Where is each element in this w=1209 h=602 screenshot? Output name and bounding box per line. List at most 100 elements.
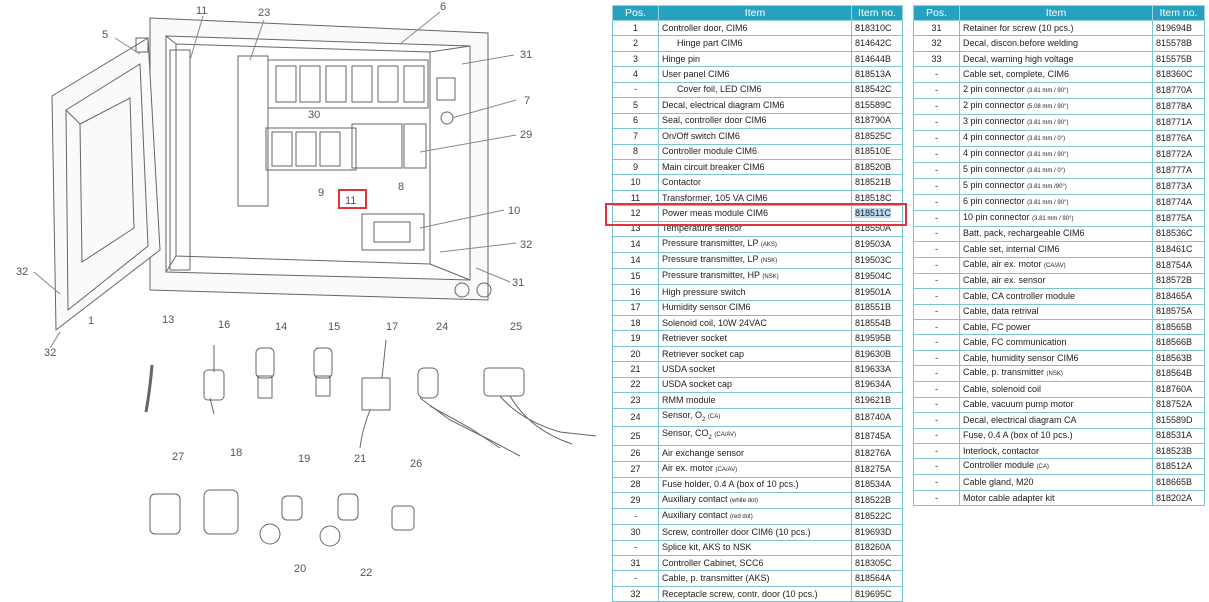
cell-item-no: 818564B [1152, 365, 1205, 383]
cell-pos: - [612, 81, 659, 99]
item-no-text: 818572B [1156, 275, 1193, 286]
table-row: -2 pin connector (3.81 mm / 90°)818770A [913, 81, 1205, 99]
cell-item: Fuse holder, 0.4 A (box of 10 pcs.) [658, 476, 852, 494]
cell-pos: 32 [913, 35, 960, 52]
item-no-text: 815578B [1156, 38, 1193, 49]
header-item: Item [959, 5, 1153, 21]
item-note: (3.81 mm / 90°) [1032, 215, 1074, 222]
item-note: (NSK) [1046, 371, 1063, 378]
cell-item: 4 pin connector (3.81 mm / 90°) [959, 145, 1153, 163]
cell-pos: - [913, 113, 960, 131]
cell-item: Contactor [658, 174, 852, 191]
item-text: 6 pin connector [963, 195, 1025, 206]
cell-pos: - [913, 272, 960, 290]
callout-26: 26 [410, 458, 422, 470]
item-text: Decal, discon.before welding [963, 38, 1079, 49]
item-text: Receptacle screw, contr. door (10 pcs.) [662, 588, 818, 599]
cell-item: Decal, electrical diagram CA [959, 412, 1153, 429]
cell-item: Cable, humidity sensor CIM6 [959, 349, 1153, 367]
cell-item: Hinge pin [658, 50, 852, 68]
cell-item-no: 818575A [1152, 303, 1205, 320]
cell-item-no: 815575B [1152, 50, 1205, 68]
callout-14: 14 [275, 321, 287, 333]
item-note: (3.81 mm / 90°) [1027, 199, 1069, 206]
item-no-text: 819503C [855, 255, 892, 266]
item-no-text: 818260A [855, 542, 892, 553]
callout-13: 13 [162, 314, 174, 326]
cell-item: Cable set, complete, CIM6 [959, 66, 1153, 83]
item-no-text: 818550A [855, 223, 892, 234]
cell-pos: 18 [612, 314, 659, 332]
cell-item: Controller module (CA) [959, 458, 1153, 476]
item-no-text: 818754A [1156, 259, 1193, 270]
item-no-text: 818665B [1156, 477, 1193, 488]
cell-item: Cable gland, M20 [959, 474, 1153, 491]
item-no-text: 818511C [855, 207, 891, 218]
item-no-text: 818777A [1156, 164, 1193, 175]
item-text: Splice kit, AKS to NSK [662, 542, 752, 553]
item-text: Cable, vacuum pump motor [963, 399, 1074, 410]
item-no-text: 819503A [855, 239, 892, 250]
item-no-text: 819693D [855, 526, 892, 537]
cell-pos: 17 [612, 299, 659, 317]
item-no-text: 818776A [1156, 132, 1193, 143]
cell-pos: 33 [913, 50, 960, 68]
item-text: Cable, CA controller module [963, 290, 1076, 301]
cell-item-no: 818790A [851, 112, 903, 130]
cell-item-no: 818202A [1152, 489, 1205, 507]
item-no-text: 818772A [1156, 148, 1193, 159]
cell-item: 6 pin connector (3.81 mm / 90°) [959, 193, 1153, 211]
item-text: Decal, electrical diagram CIM6 [662, 99, 785, 110]
cell-item: 3 pin connector (3.81 mm / 90°) [959, 113, 1153, 131]
item-text: Cable, air ex. motor [963, 258, 1042, 269]
item-note: (red dot) [730, 514, 753, 521]
table-row: -Splice kit, AKS to NSK 818260A [612, 539, 903, 556]
item-note: (white dot) [730, 498, 759, 505]
item-no-text: 818551B [855, 302, 892, 313]
item-no-text: 818513A [855, 69, 892, 80]
item-no-text: 818310C [855, 22, 892, 33]
item-text: Cable, FC power [963, 321, 1031, 332]
cell-item-no: 818536C [1152, 225, 1205, 243]
item-text: Fuse holder, 0.4 A (box of 10 pcs.) [662, 479, 799, 490]
cell-pos: - [913, 396, 960, 414]
item-text: Main circuit breaker CIM6 [662, 161, 765, 172]
cell-item-no: 818520B [851, 158, 903, 176]
cell-item-no: 818522B [851, 492, 903, 510]
item-text: 5 pin connector [963, 179, 1025, 190]
cell-item: Cable, vacuum pump motor [959, 396, 1153, 414]
callout-19: 19 [298, 453, 310, 465]
item-no-text: 818521B [855, 177, 892, 188]
item-text: Interlock, contactor [963, 445, 1040, 456]
cell-item-no: 818522C [851, 508, 903, 526]
table-row: -6 pin connector (3.81 mm / 90°)818774A [913, 193, 1205, 211]
item-text: Auxiliary contact [662, 494, 728, 505]
leader-lines [33, 11, 517, 349]
cell-item-no: 818564A [851, 570, 903, 587]
cell-item-no: 818310C [851, 19, 903, 37]
cell-item: On/Off switch CIM6 [658, 128, 852, 145]
cell-item: Seal, controller door CIM6 [658, 112, 852, 130]
cell-item: Cable, FC power [959, 318, 1153, 336]
cell-pos: - [612, 539, 659, 556]
cell-item: Cable, data retrival [959, 303, 1153, 320]
item-no-text: 818575A [1156, 306, 1193, 317]
cell-item: Cable, p. transmitter (AKS) [658, 570, 852, 587]
loose-parts [144, 339, 597, 547]
cell-item-no: 818777A [1152, 161, 1205, 179]
table-row: -Cable, p. transmitter (NSK)818564B [913, 365, 1205, 383]
callout-5: 5 [102, 29, 108, 41]
cell-item: Cable, air ex. sensor [959, 272, 1153, 290]
item-text: Motor cable adapter kit [963, 492, 1055, 503]
item-text: Retriever socket cap [662, 348, 745, 359]
item-no-text: 815589C [855, 99, 892, 110]
callout-31-right: 31 [512, 277, 524, 289]
